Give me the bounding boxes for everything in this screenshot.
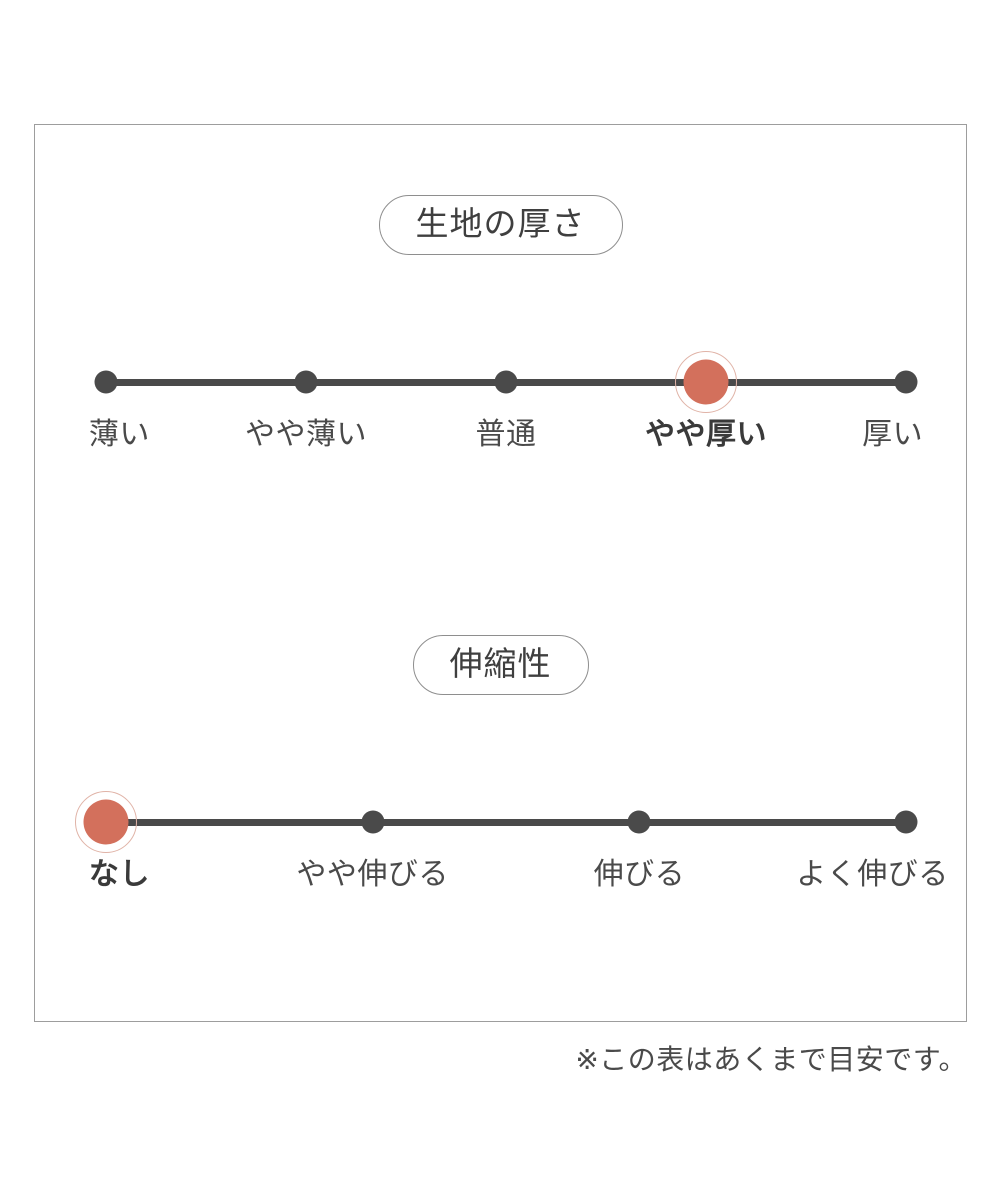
- dot-icon: [361, 810, 385, 834]
- fabric-property-chart: 生地の厚さ 薄い やや薄い 普通 やや厚い 厚い 伸縮性 なし やや伸びる 伸びる よく伸びる: [34, 124, 967, 1022]
- scale-point-label: なし: [88, 856, 150, 892]
- pill-wrap-stretch: 伸縮性: [35, 635, 966, 695]
- section-title-fabric-thickness: 生地の厚さ: [378, 195, 623, 255]
- section-title-stretchiness: 伸縮性: [412, 635, 589, 695]
- dot-icon: [294, 370, 318, 394]
- scale-fabric-thickness: 薄い やや薄い 普通 やや厚い 厚い: [35, 327, 966, 457]
- scale-point-label: やや厚い: [645, 416, 767, 452]
- dot-icon: [627, 810, 651, 834]
- pill-wrap-thickness: 生地の厚さ: [35, 195, 966, 255]
- dot-icon: [894, 370, 918, 394]
- scale-track-stretch: [106, 818, 906, 826]
- scale-stretchiness: なし やや伸びる 伸びる よく伸びる: [35, 767, 966, 897]
- selected-ring-icon: [675, 350, 737, 413]
- scale-point-label: 伸びる: [593, 856, 686, 892]
- scale-point-label: 厚い: [862, 416, 924, 452]
- scale-point-label: やや薄い: [245, 416, 367, 452]
- scale-point-label: よく伸びる: [796, 856, 949, 892]
- section-stretchiness: 伸縮性 なし やや伸びる 伸びる よく伸びる: [35, 635, 966, 897]
- dot-icon: [94, 370, 118, 394]
- scale-point-label: やや伸びる: [296, 856, 449, 892]
- chart-footnote: ※この表はあくまで目安です。: [575, 1043, 967, 1076]
- selected-dot-icon: [683, 359, 729, 405]
- section-fabric-thickness: 生地の厚さ 薄い やや薄い 普通 やや厚い 厚い: [35, 195, 966, 457]
- dot-icon: [494, 370, 518, 394]
- dot-icon: [894, 810, 918, 834]
- scale-point-label: 普通: [475, 416, 537, 452]
- scale-point-label: 薄い: [88, 416, 150, 452]
- selected-ring-icon: [75, 790, 137, 853]
- selected-dot-icon: [83, 799, 129, 845]
